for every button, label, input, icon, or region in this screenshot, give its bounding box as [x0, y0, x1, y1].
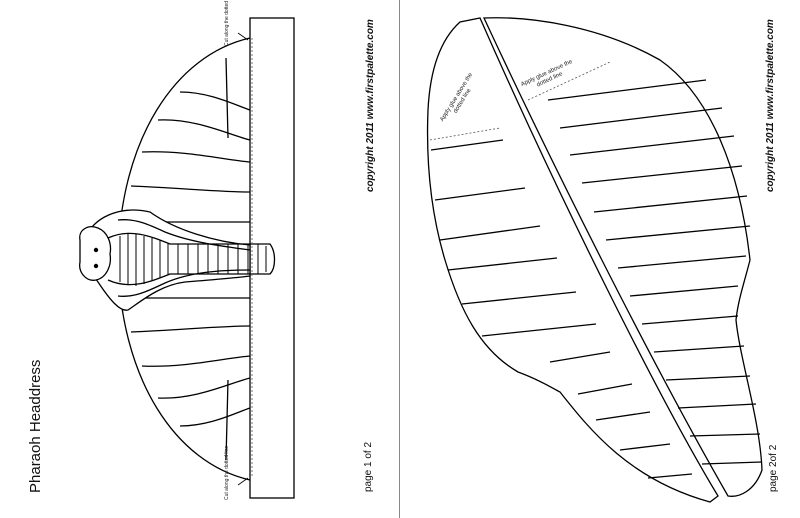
copyright-text: copyright 2011 www.firstpalette.com	[365, 19, 376, 192]
page-title: Pharaoh Headdress	[27, 359, 44, 493]
page-number: page 2of 2	[768, 444, 779, 492]
cut-note-bottom: Cut along the dotted line	[224, 445, 230, 500]
copyright-text: copyright 2011 www.firstpalette.com	[765, 19, 776, 192]
page-2: Apply glue above the dotted line Apply g…	[400, 0, 800, 518]
page-1: Cut along the dotted line Cut along the …	[27, 0, 400, 518]
page-number: page 1 of 2	[363, 441, 374, 492]
headdress-front-drawing	[79, 17, 295, 499]
headdress-back-drawing	[426, 17, 763, 503]
cut-note-top: Cut along the dotted line	[224, 0, 230, 46]
